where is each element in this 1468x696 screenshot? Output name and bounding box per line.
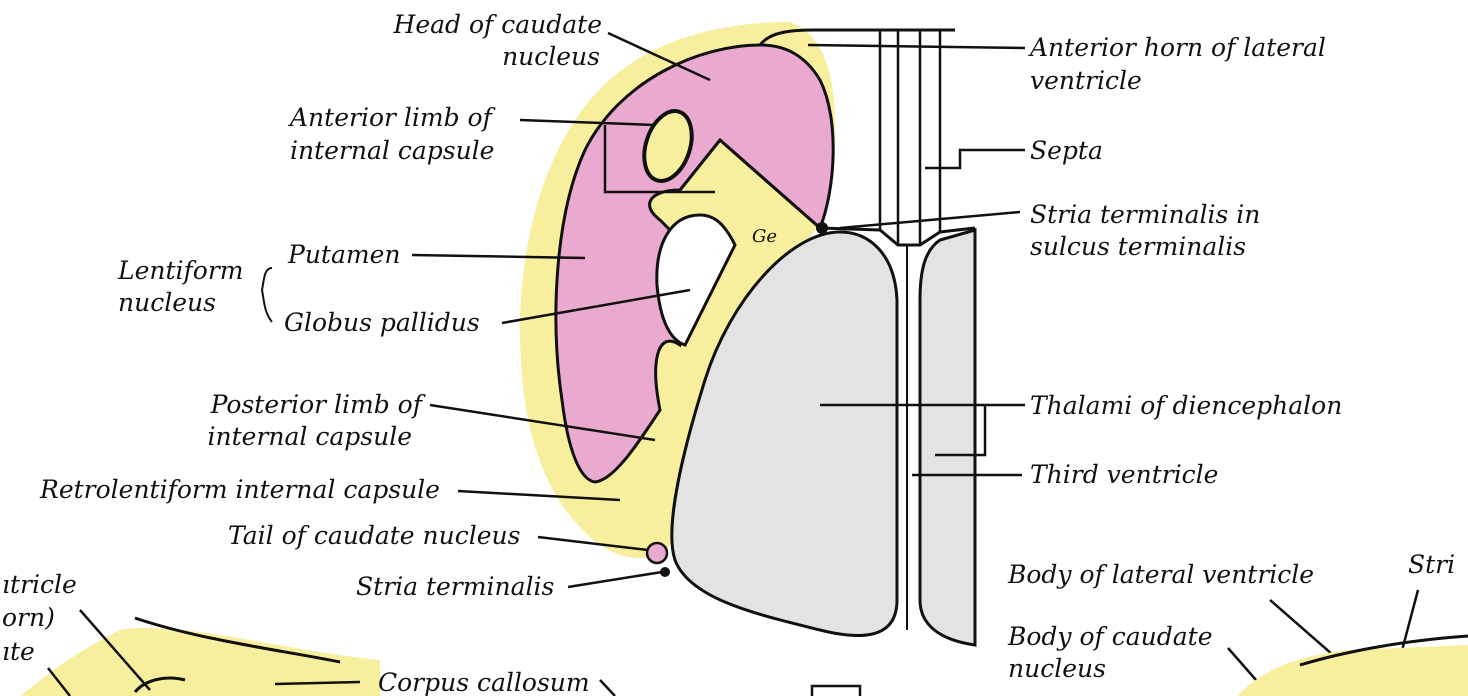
label-corpus-callosum: Corpus callosum: [378, 668, 590, 696]
label-head-caudate-line2: nucleus: [330, 42, 600, 72]
label-left-partial-2: orn): [2, 603, 55, 633]
ge-abbreviation: Ge: [752, 226, 777, 247]
leader-lines-right: [808, 45, 1418, 696]
label-body-caudate-line1: Body of caudate: [1008, 622, 1213, 652]
label-stria-sulcus-line1: Stria terminalis in: [1030, 200, 1260, 230]
label-globus-pallidus: Globus pallidus: [284, 308, 480, 338]
label-posterior-limb-line1: Posterior limb of: [160, 390, 422, 420]
label-left-partial-1: ıtricle: [2, 570, 77, 600]
label-stria-terminalis: Stria terminalis: [356, 572, 554, 602]
label-lentiform-line1: Lentiform: [118, 256, 244, 286]
label-stria-sulcus-line2: sulcus terminalis: [1030, 232, 1246, 262]
label-putamen: Putamen: [288, 240, 400, 270]
label-head-caudate-line1: Head of caudate: [330, 10, 602, 40]
label-posterior-limb-line2: internal capsule: [160, 422, 412, 452]
label-left-partial-3: ıte: [2, 637, 35, 667]
lentiform-brace: [262, 268, 272, 322]
label-body-lateral-ventricle: Body of lateral ventricle: [1008, 560, 1314, 590]
label-anterior-horn-line1: Anterior horn of lateral: [1030, 33, 1326, 63]
label-lentiform-line2: nucleus: [118, 288, 216, 318]
label-thalami: Thalami of diencephalon: [1030, 391, 1342, 421]
label-tail-caudate: Tail of caudate nucleus: [228, 521, 520, 551]
label-retrolentiform: Retrolentiform internal capsule: [40, 475, 440, 505]
label-anterior-horn-line2: ventricle: [1030, 66, 1142, 96]
label-third-ventricle: Third ventricle: [1030, 460, 1218, 490]
label-stri-partial: Stri: [1408, 550, 1455, 580]
label-septa: Septa: [1030, 136, 1103, 166]
label-anterior-limb-line1: Anterior limb of: [290, 103, 492, 133]
bottom-left-yellow: [20, 628, 380, 696]
tail-caudate-dot: [647, 543, 667, 563]
label-body-caudate-line2: nucleus: [1008, 654, 1106, 684]
stria-dot-upper: [816, 222, 828, 234]
thalamus-right: [920, 230, 975, 645]
corpus-callosum-hook: [600, 680, 615, 696]
label-anterior-limb-line2: internal capsule: [290, 136, 494, 166]
bottom-center-box: [812, 686, 860, 696]
